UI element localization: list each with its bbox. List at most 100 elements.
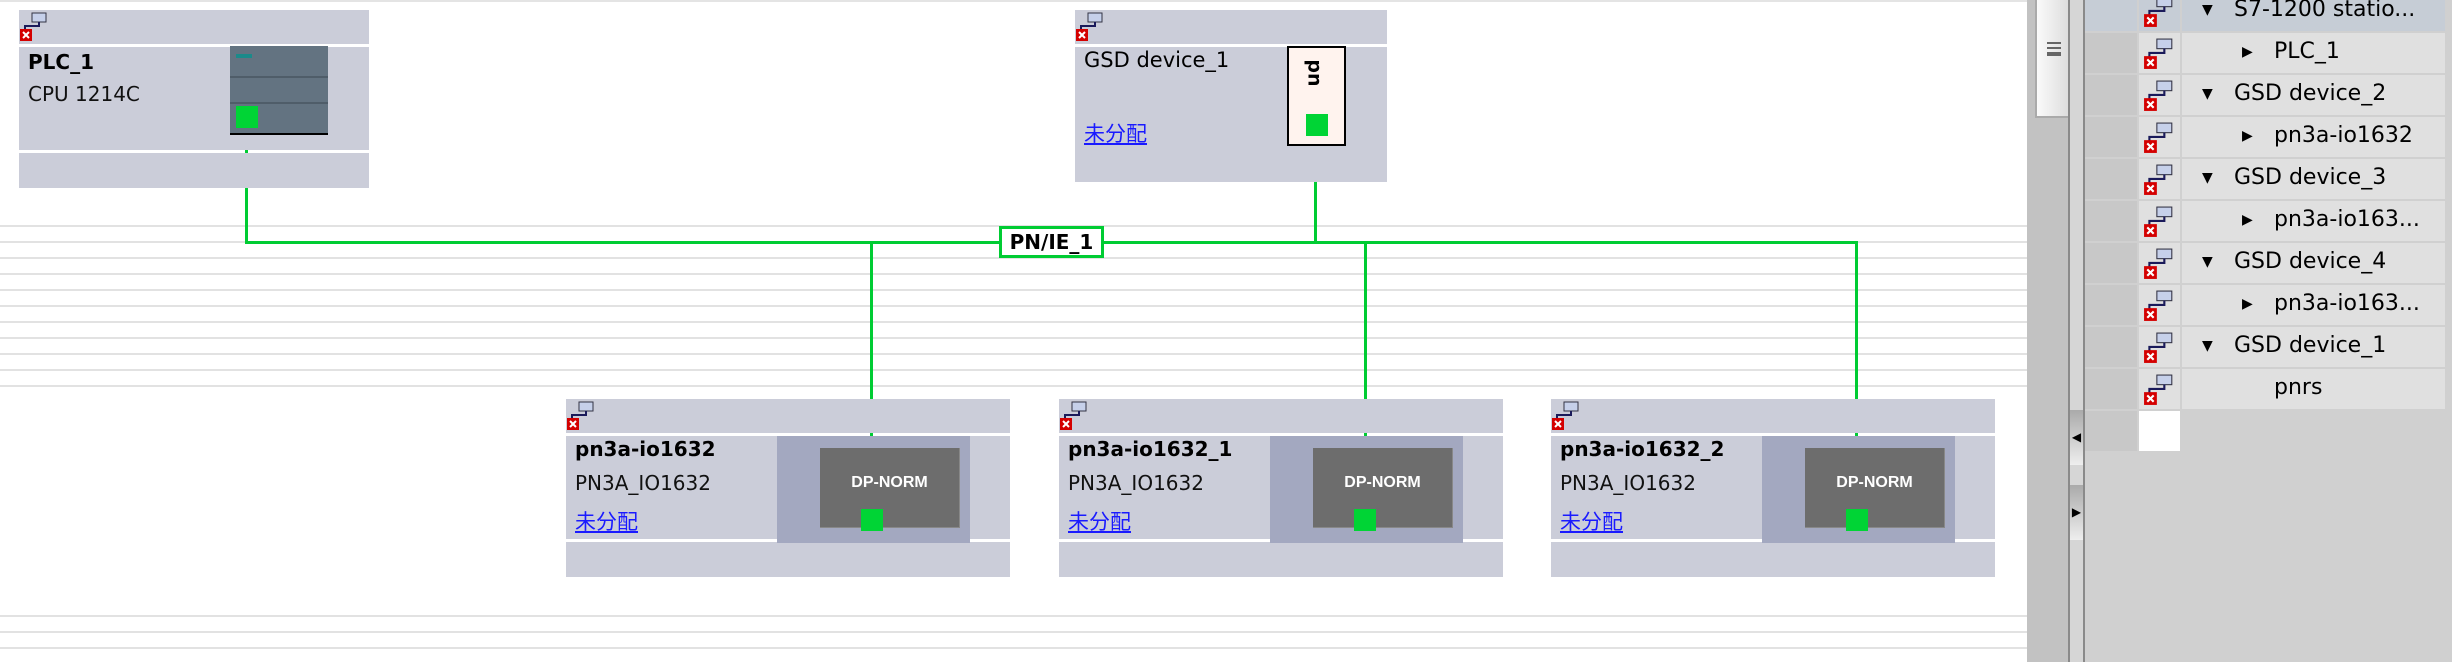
tree-row-icon-cell	[2139, 369, 2180, 409]
device-type: PN3A_IO1632	[1560, 471, 1696, 495]
card-footer	[1075, 148, 1387, 182]
tree-row[interactable]: ▼ GSD device_3	[2085, 159, 2452, 201]
module-divider	[230, 102, 328, 104]
tree-row-label-cell	[2182, 33, 2445, 73]
network-label[interactable]: PN/IE_1	[999, 226, 1104, 258]
network-error-icon	[1551, 401, 1581, 431]
device-card-io3[interactable]: pn3a-io1632_2 PN3A_IO1632 未分配 DP-NORM	[1551, 399, 1995, 577]
grid-line	[0, 273, 2027, 275]
tree-row[interactable]: ▶ pn3a-io163...	[2085, 285, 2452, 327]
interface-module[interactable]: DP-NORM	[1762, 436, 1955, 543]
device-name: pn3a-io1632_2	[1560, 437, 1725, 461]
tree-row-label-cell	[2182, 117, 2445, 157]
tree-row[interactable]: ▼ GSD device_2	[2085, 75, 2452, 117]
io1-bus-connection[interactable]	[870, 241, 873, 436]
plc-bus-connection[interactable]	[245, 135, 248, 243]
device-card-plc[interactable]: PLC_1 CPU 1214C	[19, 10, 369, 188]
port-indicator[interactable]	[1354, 509, 1376, 531]
tree-row-icon-cell	[2139, 159, 2180, 199]
tree-row-icon-cell	[2139, 75, 2180, 115]
tree-row-label: pnrs	[2274, 375, 2323, 400]
tree-row[interactable]: ▶ pn3a-io163...	[2085, 201, 2452, 243]
port-indicator[interactable]	[1846, 509, 1868, 531]
tree-row[interactable]: pnrs	[2085, 369, 2452, 411]
dp-norm-module: DP-NORM	[820, 448, 960, 528]
network-error-icon	[2143, 290, 2175, 322]
tree-toggle-icon[interactable]: ▼	[2202, 338, 2213, 354]
tree-toggle-icon[interactable]: ▶	[2242, 44, 2253, 60]
tree-toggle-icon[interactable]: ▶	[2242, 128, 2253, 144]
grid-line	[0, 337, 2027, 339]
network-error-icon	[2143, 374, 2175, 406]
grid-line	[0, 353, 2027, 355]
tree-row-label: GSD device_1	[2234, 333, 2387, 358]
io2-bus-connection[interactable]	[1364, 241, 1367, 436]
port-indicator[interactable]	[236, 106, 258, 128]
tree-row-label: S7-1200 statio...	[2234, 0, 2416, 22]
tree-row[interactable]: ▼ S7-1200 statio...	[2085, 0, 2452, 33]
grid-line	[0, 289, 2027, 291]
card-footer	[566, 542, 1010, 577]
tree-toggle-icon[interactable]: ▼	[2202, 170, 2213, 186]
network-error-icon	[2143, 332, 2175, 364]
tree-row[interactable]: ▶ pn3a-io1632	[2085, 117, 2452, 159]
port-indicator[interactable]	[1306, 114, 1328, 136]
network-error-icon	[2143, 122, 2175, 154]
network-error-icon	[2143, 38, 2175, 70]
unassigned-link[interactable]: 未分配	[1084, 122, 1147, 146]
tree-toggle-icon[interactable]: ▼	[2202, 2, 2213, 18]
network-error-icon	[19, 12, 49, 42]
tree-row-status-cell	[2085, 75, 2137, 115]
grip-icon	[2047, 42, 2061, 56]
collapse-left-button[interactable]: ◀	[2070, 410, 2083, 465]
tree-toggle-icon[interactable]: ▼	[2202, 254, 2213, 270]
grid-line	[0, 305, 2027, 307]
device-card-io1[interactable]: pn3a-io1632 PN3A_IO1632 未分配 DP-NORM	[566, 399, 1010, 577]
pn-interface-module[interactable]: pn	[1287, 46, 1346, 146]
tree-row-status-cell	[2085, 369, 2137, 409]
grid-line	[0, 615, 2027, 617]
device-name: pn3a-io1632_1	[1068, 437, 1233, 461]
grid-line	[0, 369, 2027, 371]
network-error-icon	[1059, 401, 1089, 431]
card-header	[566, 399, 1010, 433]
tree-row-label: GSD device_2	[2234, 81, 2387, 106]
card-header	[1551, 399, 1995, 433]
tree-row[interactable]: ▶ PLC_1	[2085, 33, 2452, 75]
expand-right-button[interactable]: ▶	[2070, 485, 2083, 540]
tree-row-status-cell	[2085, 285, 2137, 325]
port-indicator[interactable]	[861, 509, 883, 531]
tree-row-status-cell	[2085, 327, 2137, 367]
unassigned-link[interactable]: 未分配	[575, 510, 638, 534]
tree-row-icon-cell	[2139, 243, 2180, 283]
interface-module[interactable]: DP-NORM	[1270, 436, 1463, 543]
vertical-scrollbar[interactable]	[2027, 0, 2072, 662]
grid-line	[0, 631, 2027, 633]
scrollbar-thumb[interactable]	[2035, 0, 2072, 118]
cpu-module-image[interactable]	[230, 46, 328, 135]
network-error-icon	[1075, 12, 1105, 42]
dp-norm-module: DP-NORM	[1313, 448, 1453, 528]
device-card-gsd1[interactable]: GSD device_1 未分配 pn	[1075, 10, 1387, 188]
tree-row-label-cell	[2182, 0, 2445, 31]
gsd1-bus-connection[interactable]	[1314, 146, 1317, 243]
dp-norm-module: DP-NORM	[1805, 448, 1945, 528]
card-footer	[19, 153, 369, 188]
tree-row[interactable]: ▼ GSD device_4	[2085, 243, 2452, 285]
network-error-icon	[2143, 206, 2175, 238]
tree-toggle-icon[interactable]: ▼	[2202, 86, 2213, 102]
panel-splitter[interactable]: ◀ ▶	[2068, 0, 2085, 662]
interface-module[interactable]: DP-NORM	[777, 436, 970, 543]
tree-row[interactable]: ▼ GSD device_1	[2085, 327, 2452, 369]
tree-toggle-icon[interactable]: ▶	[2242, 212, 2253, 228]
tree-row-label: pn3a-io1632	[2274, 123, 2413, 148]
tree-row-label-cell	[2182, 285, 2445, 325]
unassigned-link[interactable]: 未分配	[1560, 510, 1623, 534]
device-type: CPU 1214C	[28, 82, 140, 106]
device-type: PN3A_IO1632	[1068, 471, 1204, 495]
tree-toggle-icon[interactable]: ▶	[2242, 296, 2253, 312]
unassigned-link[interactable]: 未分配	[1068, 510, 1131, 534]
tree-row-label: pn3a-io163...	[2274, 291, 2420, 316]
device-card-io2[interactable]: pn3a-io1632_1 PN3A_IO1632 未分配 DP-NORM	[1059, 399, 1503, 577]
io3-bus-connection[interactable]	[1855, 241, 1858, 436]
